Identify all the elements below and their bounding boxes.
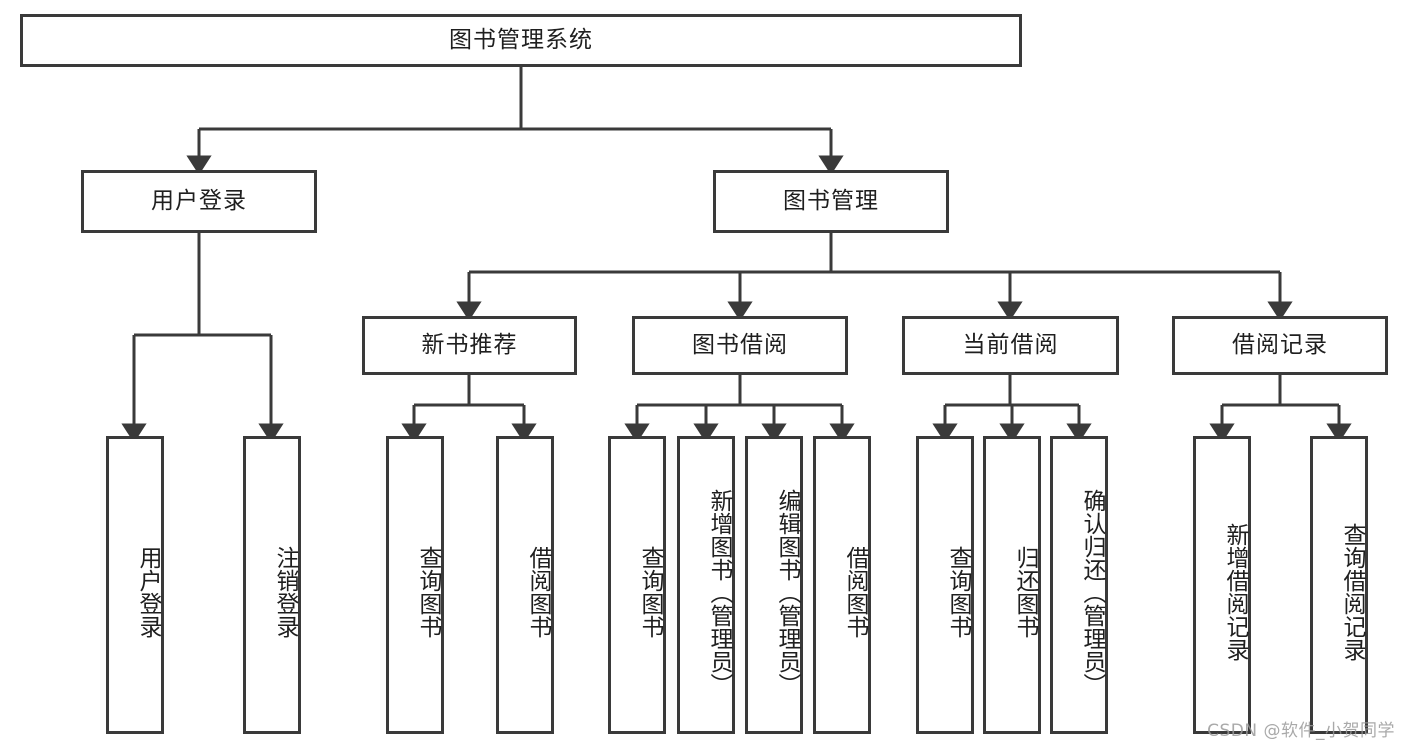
node-book-manage[interactable]: 图书管理 <box>713 170 949 233</box>
node-leaf-user-logout[interactable]: 注销登录 <box>243 436 301 734</box>
node-leaf-rec-borrow[interactable]: 借阅图书 <box>496 436 554 734</box>
node-leaf-bb-add-label: 新增图书（管理员） <box>706 488 732 696</box>
node-leaf-bb-edit-label: 编辑图书（管理员） <box>774 488 800 696</box>
node-leaf-bb-query[interactable]: 查询图书 <box>608 436 666 734</box>
node-leaf-rec-query[interactable]: 查询图书 <box>386 436 444 734</box>
node-leaf-cb-return[interactable]: 归还图书 <box>983 436 1041 734</box>
node-borrow-record-label: 借阅记录 <box>1232 331 1328 358</box>
node-root[interactable]: 图书管理系统 <box>20 14 1022 67</box>
node-leaf-bb-borrow-label: 借阅图书 <box>842 546 868 638</box>
node-current-borrow-label: 当前借阅 <box>962 331 1059 358</box>
node-leaf-cb-query[interactable]: 查询图书 <box>916 436 974 734</box>
node-leaf-user-login-label: 用户登录 <box>135 546 161 638</box>
node-leaf-rec-borrow-label: 借阅图书 <box>525 546 551 638</box>
node-leaf-bb-borrow[interactable]: 借阅图书 <box>813 436 871 734</box>
node-leaf-user-logout-label: 注销登录 <box>272 546 298 638</box>
node-leaf-cb-query-label: 查询图书 <box>945 546 971 638</box>
node-leaf-rec-query-label: 查询图书 <box>415 546 441 638</box>
node-book-manage-label: 图书管理 <box>783 187 879 214</box>
node-current-borrow[interactable]: 当前借阅 <box>902 316 1119 375</box>
node-leaf-bb-query-label: 查询图书 <box>637 546 663 638</box>
node-leaf-br-add[interactable]: 新增借阅记录 <box>1193 436 1251 734</box>
node-user-login-label: 用户登录 <box>151 187 247 214</box>
node-leaf-cb-confirm[interactable]: 确认归还（管理员） <box>1050 436 1108 734</box>
node-new-book-rec[interactable]: 新书推荐 <box>362 316 577 375</box>
node-user-login[interactable]: 用户登录 <box>81 170 317 233</box>
node-new-book-rec-label: 新书推荐 <box>421 331 518 358</box>
node-leaf-cb-return-label: 归还图书 <box>1012 546 1038 638</box>
node-leaf-br-add-label: 新增借阅记录 <box>1222 523 1248 661</box>
node-leaf-user-login[interactable]: 用户登录 <box>106 436 164 734</box>
node-book-borrow[interactable]: 图书借阅 <box>632 316 848 375</box>
node-leaf-cb-confirm-label: 确认归还（管理员） <box>1079 488 1105 696</box>
node-borrow-record[interactable]: 借阅记录 <box>1172 316 1388 375</box>
node-root-label: 图书管理系统 <box>449 26 593 53</box>
node-leaf-br-query-label: 查询借阅记录 <box>1339 523 1365 661</box>
node-leaf-bb-edit[interactable]: 编辑图书（管理员） <box>745 436 803 734</box>
node-leaf-bb-add[interactable]: 新增图书（管理员） <box>677 436 735 734</box>
node-book-borrow-label: 图书借阅 <box>692 331 788 358</box>
node-leaf-br-query[interactable]: 查询借阅记录 <box>1310 436 1368 734</box>
watermark: CSDN @软件_小贺同学 <box>1207 721 1395 741</box>
